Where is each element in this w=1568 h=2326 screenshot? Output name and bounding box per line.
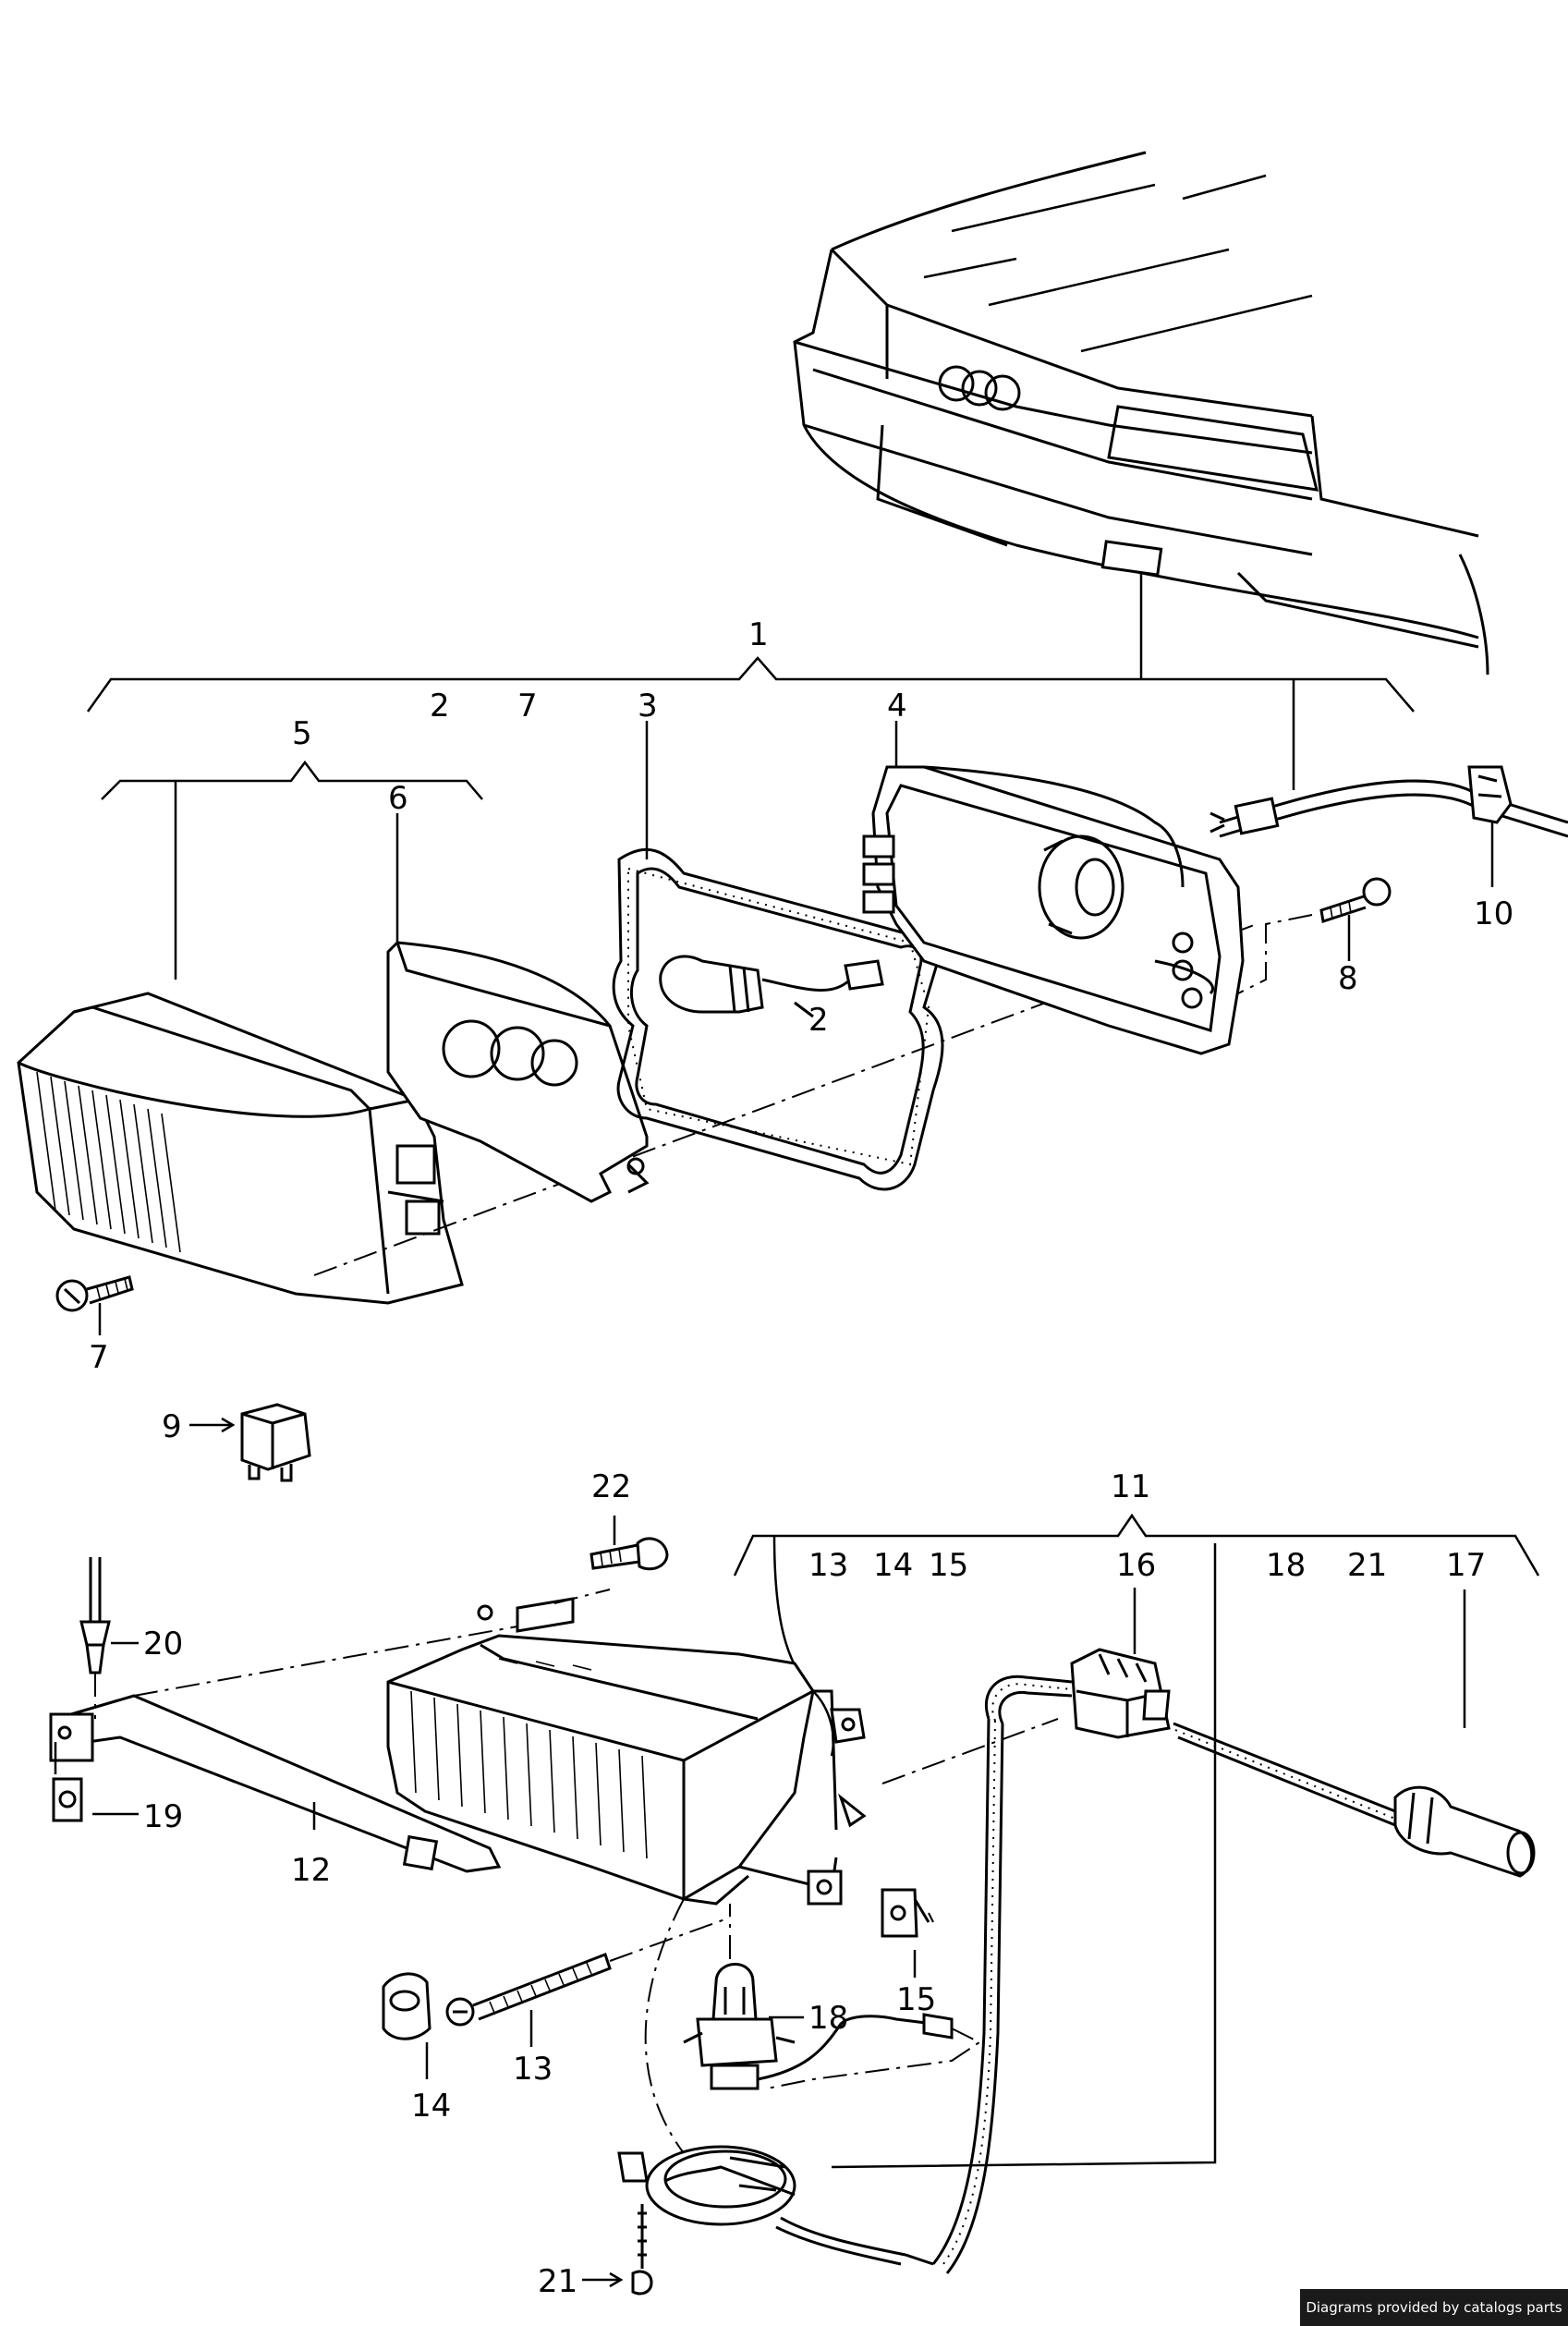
screw-7 [55,1275,134,1335]
callout-15: 15 [896,1981,936,2018]
callout-12: 12 [291,1852,331,1889]
callout-22: 22 [591,1468,631,1505]
car-front-illustration [793,151,1489,676]
clip-19 [52,1742,139,1822]
callout-13-top: 13 [808,1547,848,1584]
callout-17: 17 [1446,1547,1486,1584]
credit-footer: Diagrams provided by catalogs parts [1300,2289,1568,2326]
callout-20: 20 [143,1626,183,1662]
fog-lamp-lower [386,1597,867,1906]
callout-14-top: 14 [873,1547,913,1584]
callout-8: 8 [1338,960,1358,997]
reflector-insert [386,813,650,1203]
lamp-back-cover [582,1898,934,2296]
screw-8 [1237,877,1392,994]
callout-1: 1 [748,616,769,653]
rivet-20 [79,1557,139,1719]
callout-7-top: 7 [517,688,538,725]
bolt-13 [445,1917,731,2047]
assembly-bracket-11 [733,1513,1540,2169]
callout-4: 4 [887,688,907,725]
credit-text: Diagrams provided by catalogs parts [1306,2299,1562,2316]
callout-labels: 1 2 7 3 4 5 6 2 8 10 7 9 22 11 13 14 15 … [89,616,1513,2300]
callout-16: 16 [1116,1547,1156,1584]
callout-15-top: 15 [929,1547,968,1584]
wiring-harness [881,1648,1536,2274]
relay-9 [189,1403,311,1482]
clip-15 [881,1888,934,1978]
callout-21-top: 21 [1347,1547,1387,1584]
callout-7: 7 [89,1339,109,1376]
fog-lamp-housing [17,923,1258,1305]
h3-bulb [659,955,884,1018]
callout-19: 19 [143,1798,183,1835]
callout-11: 11 [1111,1468,1150,1505]
assembly-bracket-1 [86,573,1415,790]
callout-14: 14 [411,2088,451,2125]
callout-5: 5 [292,715,312,752]
callout-2-top: 2 [430,688,450,725]
h3-bulb-18 [683,1904,981,2090]
assembly-bracket-5 [101,760,483,980]
lamp-back-housing [862,721,1245,1055]
callout-6: 6 [388,780,408,817]
callout-18: 18 [808,2000,848,2037]
nut-14 [382,1972,432,2079]
callout-9: 9 [162,1408,182,1445]
callout-18-top: 18 [1266,1547,1306,1584]
callout-13: 13 [513,2051,553,2088]
callout-3: 3 [638,688,658,725]
callout-10: 10 [1474,895,1513,932]
wiring-connector-10 [1209,765,1568,887]
callout-2: 2 [808,1002,829,1039]
callout-21: 21 [538,2263,577,2300]
screw-22 [590,1516,669,1571]
mounting-strip-12 [49,1589,611,1873]
